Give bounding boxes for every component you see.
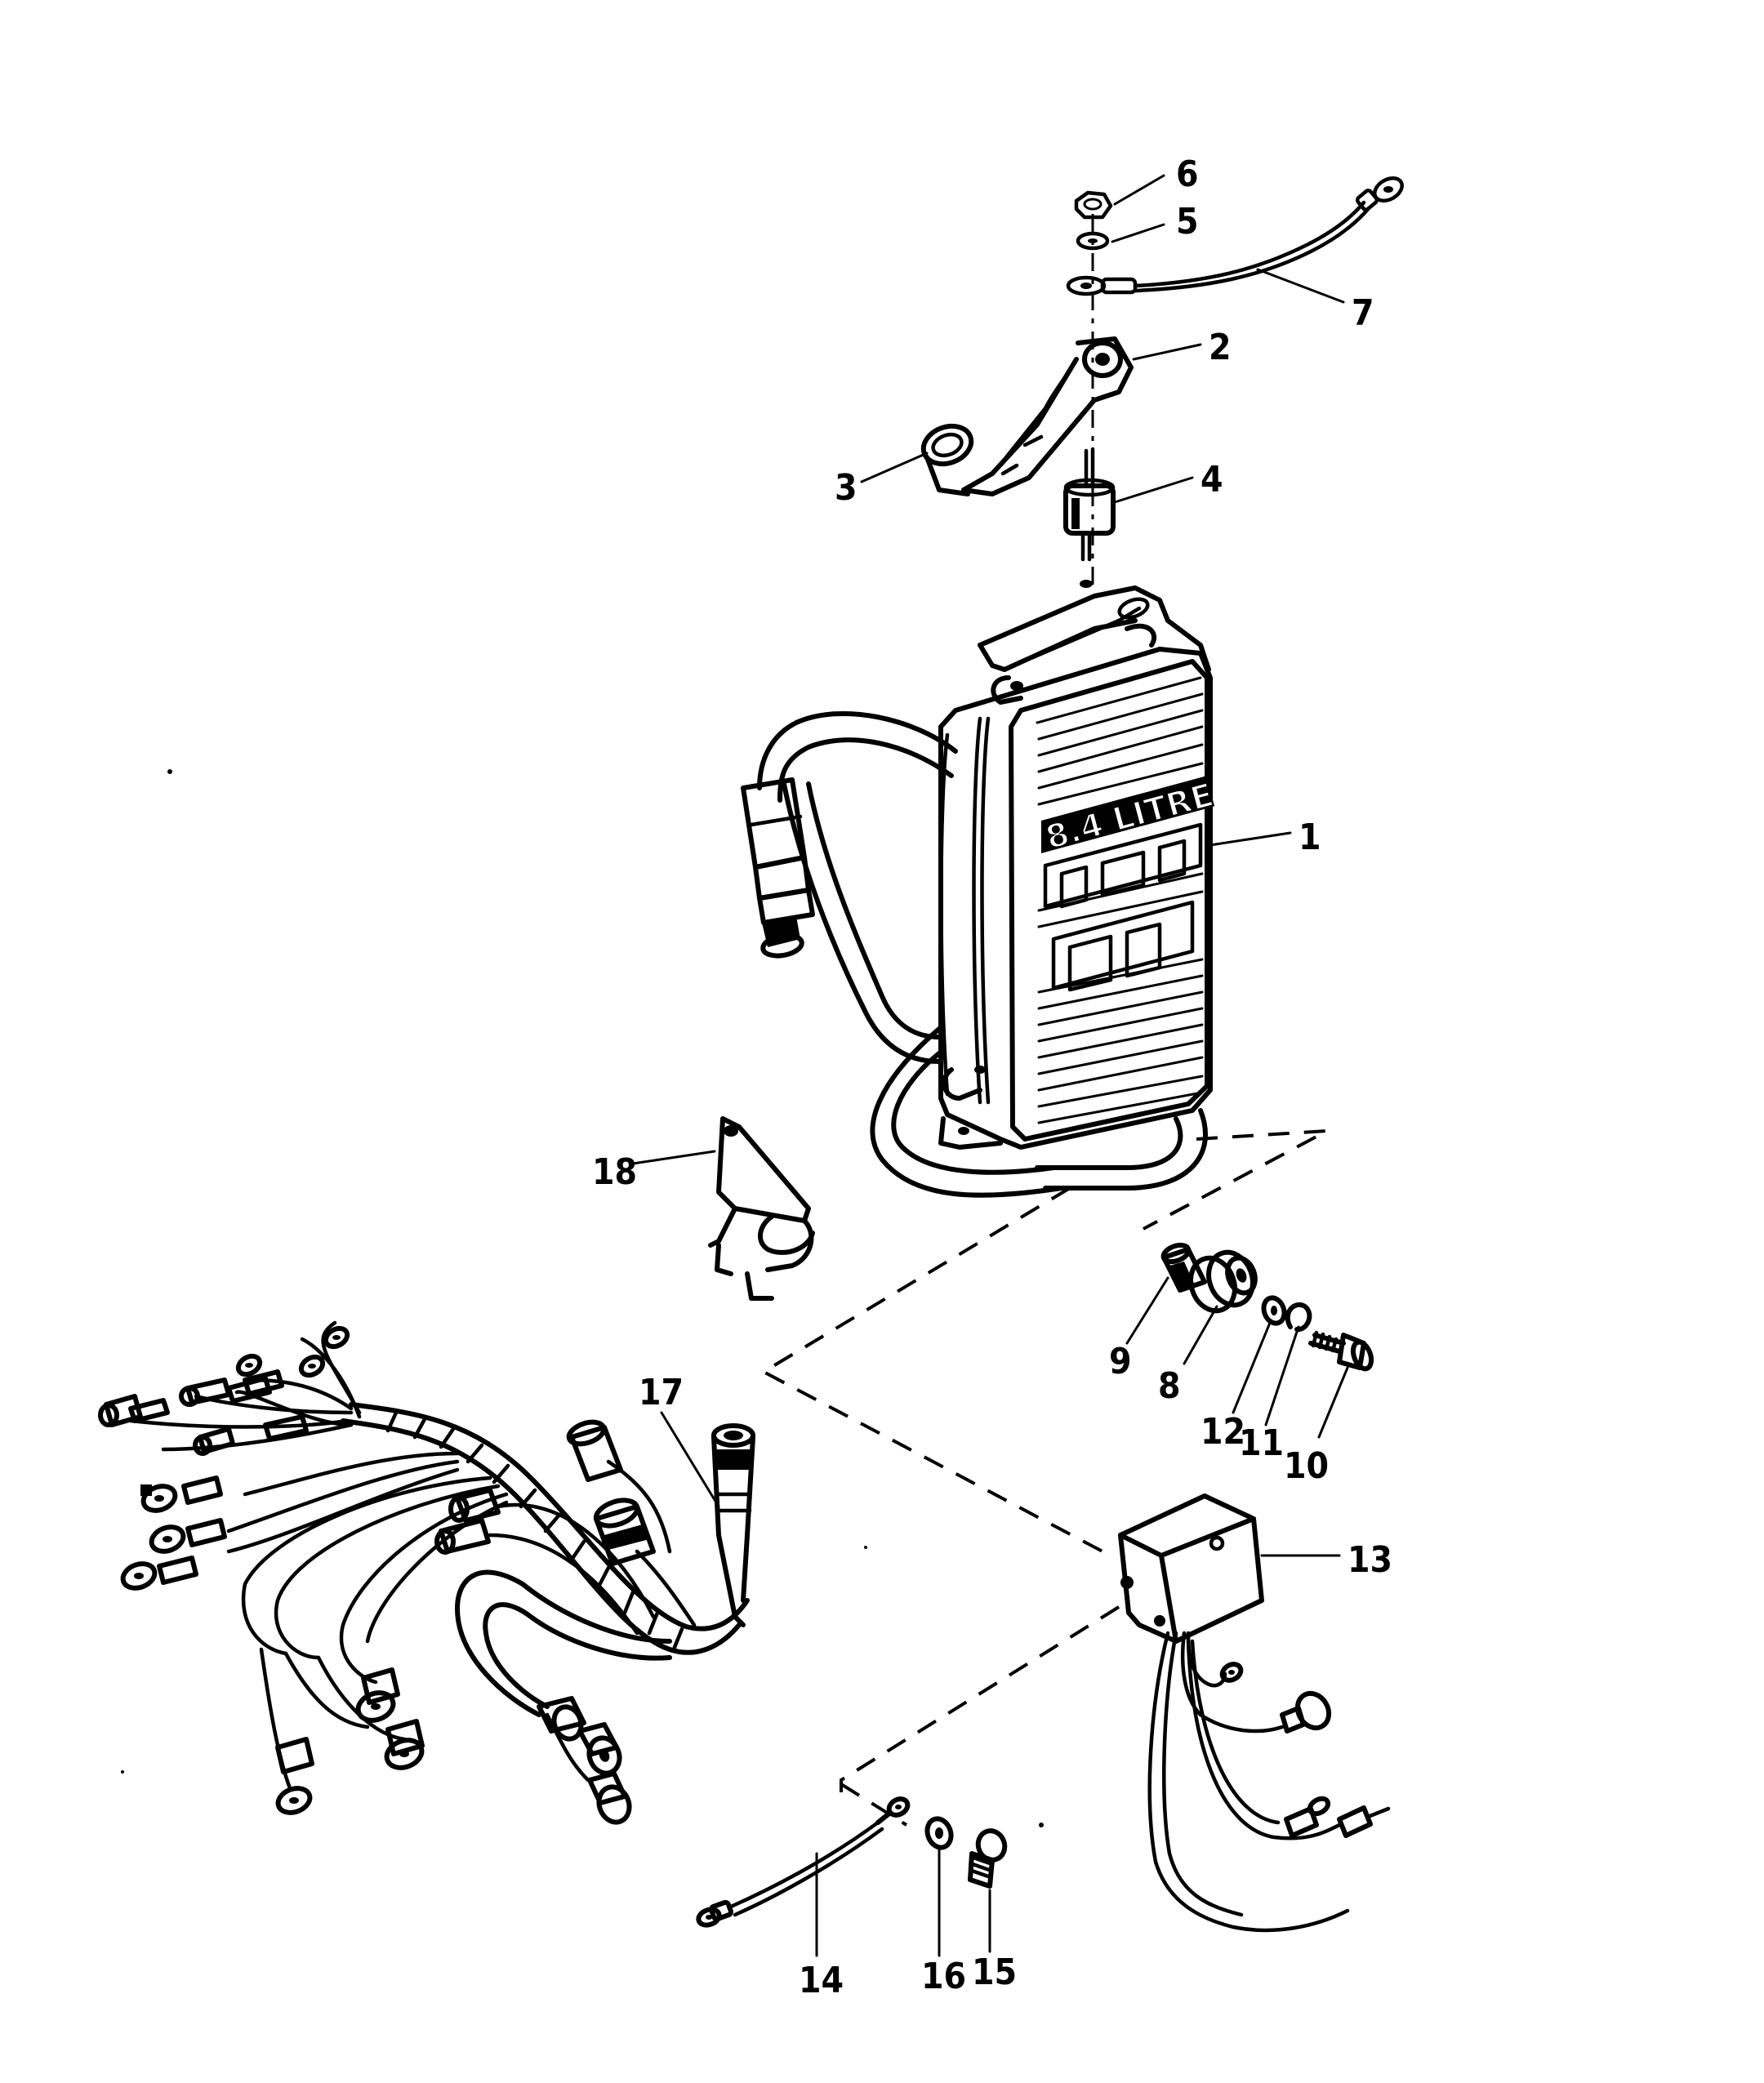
part-11-lockwasher [1285,1302,1312,1333]
callout-1: 1 [1298,817,1321,858]
part-10-bolt [1308,1330,1374,1372]
part-6-nut [1074,190,1113,220]
callout-8: 8 [1158,1365,1181,1407]
callout-labels: 6 5 7 2 3 4 1 18 9 8 12 11 10 13 17 14 1… [592,154,1392,2001]
part-15-screw [968,1828,1008,1889]
callout-5: 5 [1176,201,1199,243]
callout-18: 18 [592,1151,637,1193]
part-5-washer [1076,231,1110,251]
part-2-3-mounting-bracket [920,336,1134,496]
callout-2: 2 [1209,327,1232,368]
callout-4: 4 [1200,459,1223,501]
module-cable-connector [741,711,1064,1198]
part-9-spacer [1160,1242,1207,1293]
callout-16: 16 [921,1956,966,1997]
part-14-ground-strap [696,1796,911,1928]
scan-specks [121,769,1044,1827]
part-8-grommet [1188,1249,1258,1314]
callout-9: 9 [1109,1341,1132,1382]
part-7-ground-wire [1066,176,1404,296]
callout-10: 10 [1284,1445,1329,1487]
callout-leaders [631,174,1349,1957]
callout-17: 17 [639,1372,684,1413]
callout-12: 12 [1200,1411,1245,1453]
callout-7: 7 [1352,292,1374,334]
callout-11: 11 [1239,1422,1284,1464]
part-18-clip-bracket [708,1116,815,1301]
part-12-washer [1261,1295,1287,1326]
callout-13: 13 [1348,1539,1392,1581]
callout-14: 14 [799,1960,844,2001]
callout-6: 6 [1176,154,1199,195]
callout-3: 3 [835,467,858,509]
part-17-wiring-harness [98,1320,755,1825]
callout-15: 15 [972,1952,1017,1993]
part-4-isolator-stud [1063,447,1116,562]
part-16-washer [924,1816,954,1850]
part-13-small-module [1118,1493,1391,1933]
part-1-ecm-module: 8.4 LITRE [938,580,1218,1191]
